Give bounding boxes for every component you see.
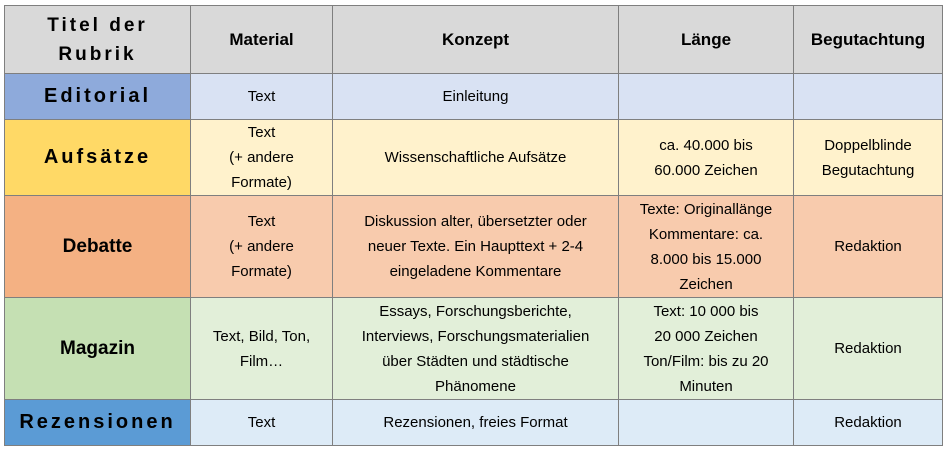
rubrik-debatte: Debatte (4, 195, 191, 298)
rubrik-magazin: Magazin (4, 297, 191, 400)
header-laenge: Länge (618, 5, 794, 74)
begutachtung-cell (793, 73, 943, 120)
laenge-cell (618, 73, 794, 120)
table-row-rezensionen: Rezensionen Text Rezensionen, freies For… (4, 399, 943, 446)
laenge-cell (618, 399, 794, 446)
begutachtung-cell: Doppelblinde Begutachtung (793, 119, 943, 196)
rubrik-rezensionen: Rezensionen (4, 399, 191, 446)
rubriken-table: Titel der Rubrik Material Konzept Länge … (4, 5, 943, 446)
table-row-aufsaetze: Aufsätze Text (+ andere Formate) Wissens… (4, 119, 943, 196)
konzept-cell: Rezensionen, freies Format (332, 399, 619, 446)
konzept-cell: Diskussion alter, übersetzter oder neuer… (332, 195, 619, 298)
material-cell: Text (190, 73, 333, 120)
table-row-debatte: Debatte Text (+ andere Formate) Diskussi… (4, 195, 943, 298)
begutachtung-cell: Redaktion (793, 399, 943, 446)
konzept-cell: Einleitung (332, 73, 619, 120)
rubrik-aufsaetze: Aufsätze (4, 119, 191, 196)
material-cell: Text (190, 399, 333, 446)
laenge-cell: Text: 10 000 bis 20 000 Zeichen Ton/Film… (618, 297, 794, 400)
material-cell: Text (+ andere Formate) (190, 119, 333, 196)
header-konzept: Konzept (332, 5, 619, 74)
konzept-cell: Wissenschaftliche Aufsätze (332, 119, 619, 196)
konzept-cell: Essays, Forschungsberichte, Interviews, … (332, 297, 619, 400)
table-row-magazin: Magazin Text, Bild, Ton, Film… Essays, F… (4, 297, 943, 400)
table-row-editorial: Editorial Text Einleitung (4, 73, 943, 120)
header-material: Material (190, 5, 333, 74)
begutachtung-cell: Redaktion (793, 297, 943, 400)
begutachtung-cell: Redaktion (793, 195, 943, 298)
header-begutachtung: Begutachtung (793, 5, 943, 74)
laenge-cell: ca. 40.000 bis 60.000 Zeichen (618, 119, 794, 196)
header-titel-der-rubrik: Titel der Rubrik (4, 5, 191, 74)
material-cell: Text, Bild, Ton, Film… (190, 297, 333, 400)
laenge-cell: Texte: Originallänge Kommentare: ca. 8.0… (618, 195, 794, 298)
header-row: Titel der Rubrik Material Konzept Länge … (4, 5, 943, 74)
material-cell: Text (+ andere Formate) (190, 195, 333, 298)
rubrik-editorial: Editorial (4, 73, 191, 120)
